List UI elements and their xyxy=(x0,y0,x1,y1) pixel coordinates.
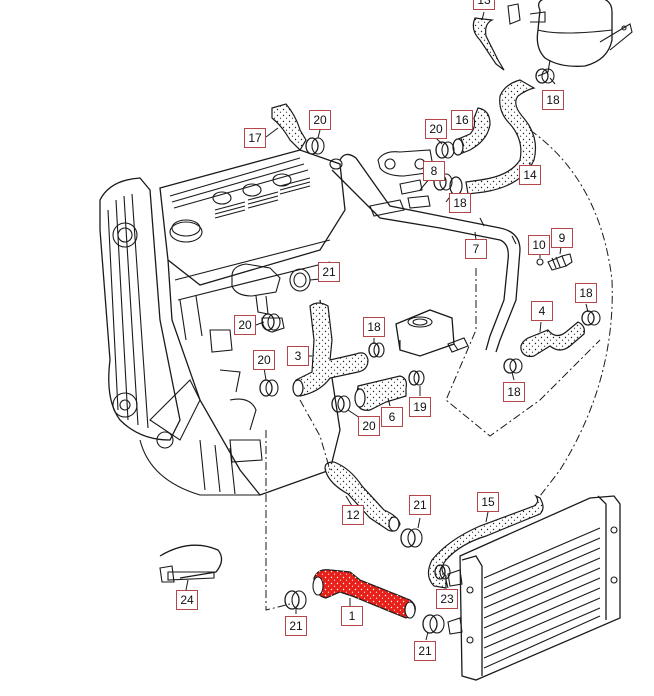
callout-16[interactable]: 16 xyxy=(451,110,473,130)
clamp xyxy=(331,395,351,413)
radiator-fins xyxy=(483,527,601,669)
clamp xyxy=(422,614,445,634)
clamp xyxy=(581,310,601,326)
callout-18[interactable]: 18 xyxy=(363,317,385,337)
hose-1-highlighted[interactable] xyxy=(312,569,416,619)
callout-12[interactable]: 12 xyxy=(342,505,364,525)
callout-20[interactable]: 20 xyxy=(234,315,256,335)
callout-18[interactable]: 18 xyxy=(542,90,564,110)
hose-4 xyxy=(520,321,585,358)
callout-20[interactable]: 20 xyxy=(253,350,275,370)
callout-20[interactable]: 20 xyxy=(358,416,380,436)
clamp xyxy=(503,358,523,374)
clamp xyxy=(434,564,451,580)
callout-6[interactable]: 6 xyxy=(381,407,403,427)
clamp xyxy=(368,342,385,358)
callout-7[interactable]: 7 xyxy=(465,239,487,259)
hose-13 xyxy=(472,17,505,71)
callout-21[interactable]: 21 xyxy=(318,262,340,282)
washer-10 xyxy=(536,258,544,266)
callout-23[interactable]: 23 xyxy=(436,589,458,609)
clamp xyxy=(259,379,279,397)
clamp xyxy=(400,528,423,548)
routing-lines xyxy=(265,129,613,611)
hose-clamps xyxy=(259,68,601,634)
callout-18[interactable]: 18 xyxy=(575,283,597,303)
clamp xyxy=(284,590,307,610)
callout-18[interactable]: 18 xyxy=(449,193,471,213)
callout-9[interactable]: 9 xyxy=(551,228,573,248)
hose-6 xyxy=(354,375,407,411)
engine-block xyxy=(99,149,346,496)
coolant-pipe-7 xyxy=(329,153,521,353)
callout-19[interactable]: 19 xyxy=(409,397,431,417)
callout-21[interactable]: 21 xyxy=(285,616,307,636)
hose-12 xyxy=(324,461,401,532)
callout-4[interactable]: 4 xyxy=(531,301,553,321)
bolt-9 xyxy=(547,253,573,271)
callout-24[interactable]: 24 xyxy=(176,590,198,610)
hose-17 xyxy=(271,103,307,151)
callout-17[interactable]: 17 xyxy=(244,128,266,148)
hose-3 xyxy=(292,302,369,397)
callout-8[interactable]: 8 xyxy=(423,161,445,181)
clamp xyxy=(408,370,425,386)
callout-13[interactable]: 13 xyxy=(473,0,495,10)
callout-1[interactable]: 1 xyxy=(341,606,363,626)
callout-3[interactable]: 3 xyxy=(287,346,309,366)
callout-14[interactable]: 14 xyxy=(519,165,541,185)
hose-14 xyxy=(449,79,537,196)
callout-10[interactable]: 10 xyxy=(528,235,550,255)
oil-cooler xyxy=(395,309,469,357)
clamp xyxy=(435,141,455,159)
clamp xyxy=(305,137,325,155)
band-clamp-24 xyxy=(159,544,223,583)
clamp xyxy=(535,68,555,84)
callout-15[interactable]: 15 xyxy=(477,492,499,512)
callout-20[interactable]: 20 xyxy=(309,110,331,130)
expansion-tank xyxy=(507,0,633,77)
radiator xyxy=(447,495,621,681)
clamp xyxy=(261,313,281,331)
callout-21[interactable]: 21 xyxy=(409,495,431,515)
callout-18[interactable]: 18 xyxy=(503,382,525,402)
callout-20[interactable]: 20 xyxy=(425,119,447,139)
hose-16 xyxy=(452,107,491,156)
callout-21[interactable]: 21 xyxy=(414,641,436,661)
